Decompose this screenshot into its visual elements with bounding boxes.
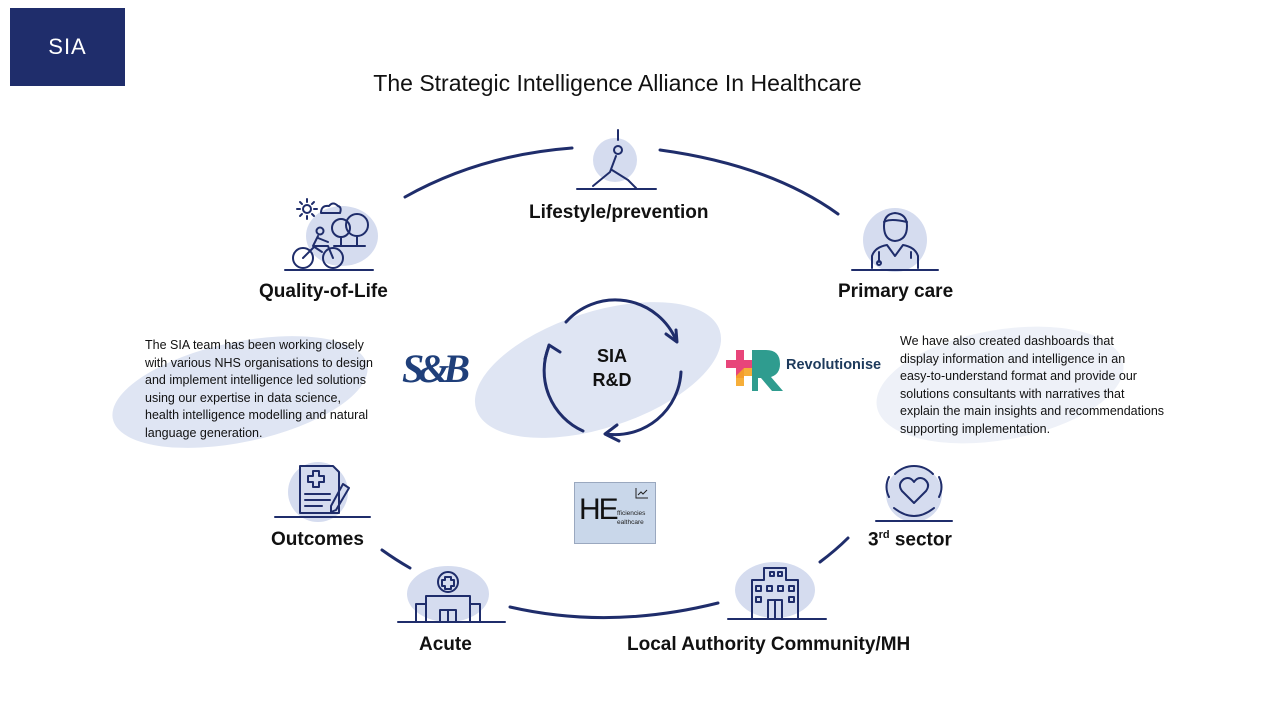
- node-quality-of-life-label: Quality-of-Life: [259, 281, 388, 302]
- node-outcomes-label: Outcomes: [271, 529, 364, 550]
- medical-report-icon: [274, 462, 371, 522]
- he-logo-letters: HE: [579, 493, 619, 526]
- sia-logo-text: SIA: [48, 34, 87, 59]
- arc-acute-local: [508, 601, 720, 620]
- right-text-blob: [876, 326, 1124, 444]
- node-lifestyle-label: Lifestyle/prevention: [529, 202, 709, 223]
- right-line: easy-to-understand format and provide ou…: [900, 369, 1137, 383]
- center-line-2: R&D: [592, 370, 632, 390]
- building-icon: [727, 562, 827, 620]
- center-blob: [474, 302, 722, 438]
- left-line: health intelligence modelling and natura…: [145, 408, 369, 422]
- right-line: display information and intelligence in …: [900, 351, 1126, 366]
- third-sector-number: 3: [868, 529, 879, 551]
- sb-logo: S&B: [402, 346, 470, 391]
- he-logo-line-2: ealthcare: [617, 519, 644, 526]
- arc-qol-lifestyle: [403, 146, 574, 199]
- third-sector-superscript: rd: [878, 529, 890, 541]
- yoga-pose-icon: [576, 129, 657, 190]
- node-primary-care-label: Primary care: [838, 281, 954, 302]
- sia-logo: SIA: [10, 8, 125, 86]
- he-logo: HE fficiencies ealthcare: [574, 482, 656, 544]
- center-label: SIA R&D: [572, 344, 652, 392]
- cycle-arcs: [380, 146, 850, 620]
- node-local-authority-label: Local Authority Community/MH: [627, 634, 911, 655]
- hands-heart-icon: [875, 465, 953, 522]
- right-line: explain the main insights and recommenda…: [900, 404, 1165, 418]
- third-sector-rest: sector: [889, 529, 952, 551]
- arc-lifestyle-primary: [658, 148, 840, 216]
- he-logo-line-1: fficiencies: [617, 510, 646, 517]
- revolutionise-logo-text: Revolutionise: [786, 357, 882, 373]
- hospital-icon: [397, 566, 506, 623]
- revolutionise-logo-mark: [726, 350, 783, 391]
- right-line: We have also created dashboards that: [900, 334, 1114, 348]
- left-line: using our expertise in data science,: [145, 390, 341, 405]
- left-description: The SIA team has been working closely wi…: [145, 337, 373, 442]
- right-line: solutions consultants with narratives th…: [900, 386, 1125, 401]
- page-title: The Strategic Intelligence Alliance In H…: [373, 70, 862, 96]
- node-acute-label: Acute: [419, 634, 472, 655]
- center-line-1: SIA: [596, 346, 627, 366]
- arc-local-third: [818, 536, 850, 564]
- arc-outcomes-acute: [380, 548, 412, 570]
- right-description: We have also created dashboards that dis…: [900, 333, 1164, 438]
- left-line: language generation.: [145, 425, 263, 440]
- cyclist-icon: [284, 198, 378, 271]
- right-line: supporting implementation.: [900, 421, 1051, 436]
- doctor-icon: [851, 208, 939, 272]
- node-third-sector-label: 3rd sector: [868, 529, 952, 551]
- left-line: and implement intelligence led solutions: [145, 373, 366, 387]
- center-cycle-arrows: [542, 298, 683, 443]
- left-line: The SIA team has been working closely: [145, 338, 364, 352]
- left-text-blob: [112, 336, 368, 448]
- left-line: with various NHS organisations to design: [145, 355, 373, 370]
- chart-line-icon: [635, 488, 648, 499]
